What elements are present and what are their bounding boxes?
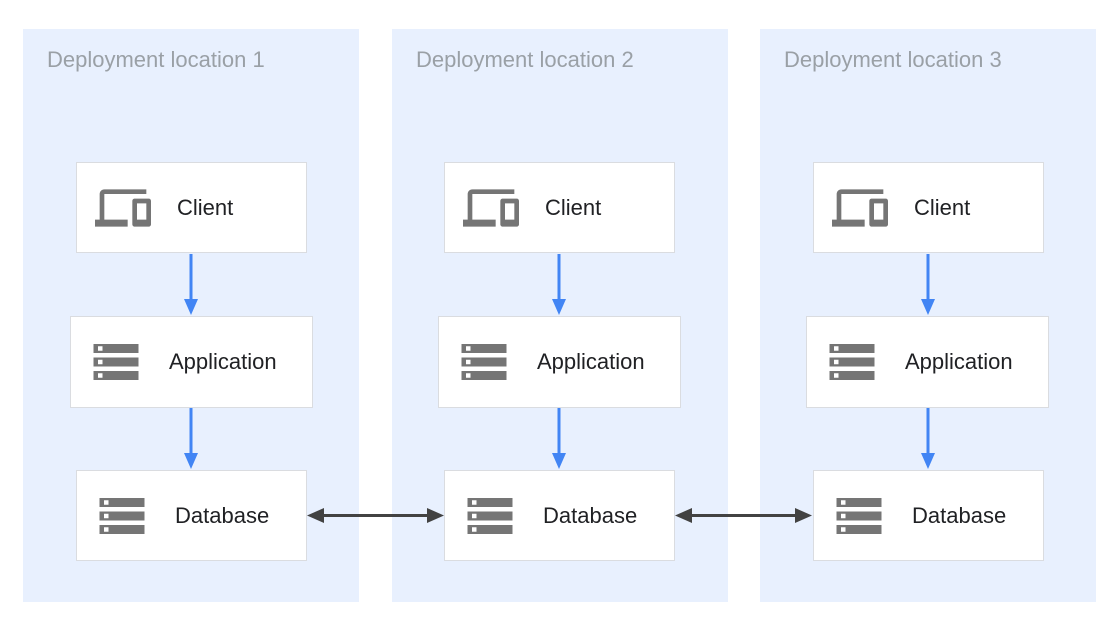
node-label: Client	[177, 194, 234, 220]
flow-arrow-app-db-2	[552, 408, 566, 469]
node-label: Application	[537, 349, 645, 374]
flow-arrow-app-db-1	[184, 408, 198, 469]
client-node-1: Client	[76, 162, 307, 253]
devices-icon	[95, 180, 151, 236]
zone-title-1: Deployment location 1	[47, 47, 265, 72]
flow-arrow-app-db-3	[921, 408, 935, 469]
application-node-2: Application	[438, 316, 681, 408]
devices-icon	[463, 180, 519, 236]
node-label: Database	[912, 502, 1007, 528]
node-label: Application	[169, 349, 277, 374]
flow-arrow-client-app-1	[184, 254, 198, 315]
storage-icon	[457, 335, 511, 389]
zone-title-3: Deployment location 3	[784, 47, 1002, 72]
devices-icon	[832, 180, 888, 236]
replication-arrow-db1-db2	[307, 508, 444, 523]
storage-icon	[825, 335, 879, 389]
node-label: Database	[175, 502, 270, 528]
node-label: Client	[545, 194, 602, 220]
flow-arrow-client-app-2	[552, 254, 566, 315]
database-node-3: Database	[813, 470, 1044, 561]
storage-icon	[89, 335, 143, 389]
node-label: Database	[543, 502, 638, 528]
node-label: Application	[905, 349, 1013, 374]
flow-arrow-client-app-3	[921, 254, 935, 315]
client-node-3: Client	[813, 162, 1044, 253]
zone-title-2: Deployment location 2	[416, 47, 634, 72]
storage-icon	[463, 489, 517, 543]
storage-icon	[832, 489, 886, 543]
database-node-2: Database	[444, 470, 675, 561]
client-node-2: Client	[444, 162, 675, 253]
node-label: Client	[914, 194, 971, 220]
application-node-3: Application	[806, 316, 1049, 408]
replication-arrow-db2-db3	[675, 508, 812, 523]
database-node-1: Database	[76, 470, 307, 561]
storage-icon	[95, 489, 149, 543]
application-node-1: Application	[70, 316, 313, 408]
